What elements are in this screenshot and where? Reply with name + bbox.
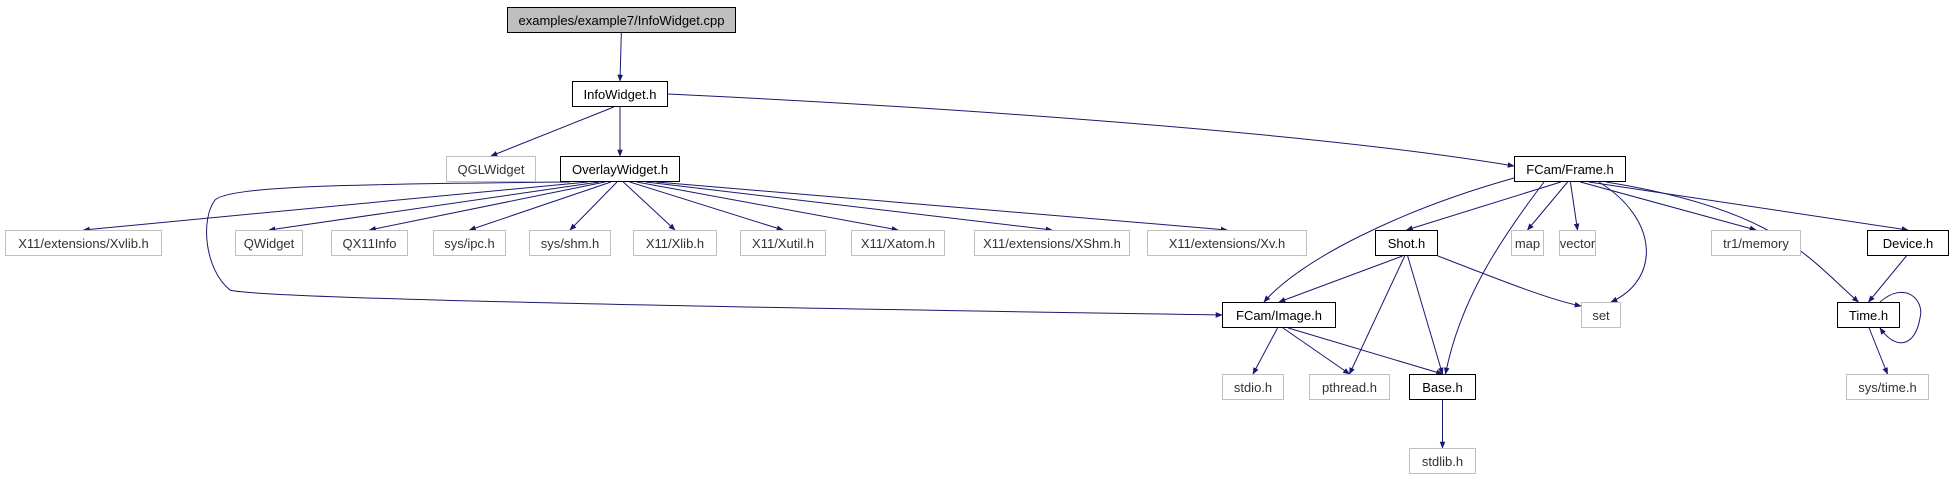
node-frame[interactable]: FCam/Frame.h	[1514, 156, 1626, 182]
edge-frame-to-device	[1588, 181, 1909, 232]
node-stdio[interactable]: stdio.h	[1222, 374, 1284, 400]
edge-infowidget-to-frame	[667, 93, 1515, 168]
edge-frame-to-vector	[1569, 181, 1580, 231]
edge-shot-to-pthread	[1349, 255, 1406, 375]
node-device[interactable]: Device.h	[1867, 230, 1949, 256]
edge-frame-to-base	[1443, 181, 1545, 375]
node-set[interactable]: set	[1581, 302, 1621, 328]
edge-frame-to-map	[1527, 181, 1569, 231]
edge-overlay-to-qwidget	[268, 181, 600, 232]
edge-image-to-stdio	[1252, 327, 1278, 375]
node-qglwidget[interactable]: QGLWidget	[446, 156, 536, 182]
edge-overlay-to-xlib	[622, 181, 676, 231]
node-map[interactable]: map	[1511, 230, 1544, 256]
edge-frame-to-shot	[1405, 181, 1561, 231]
edge-overlay-to-image	[206, 181, 1223, 318]
node-infowidget[interactable]: InfoWidget.h	[572, 81, 668, 107]
node-overlay[interactable]: OverlayWidget.h	[560, 156, 680, 182]
edge-time-to-systime	[1868, 327, 1888, 375]
edge-device-to-time	[1868, 255, 1907, 303]
node-xutil[interactable]: X11/Xutil.h	[740, 230, 826, 256]
node-time[interactable]: Time.h	[1837, 302, 1900, 328]
node-shm[interactable]: sys/shm.h	[529, 230, 611, 256]
edge-overlay-to-shm	[569, 181, 618, 231]
node-stdlib[interactable]: stdlib.h	[1409, 448, 1476, 474]
edge-image-to-pthread	[1282, 327, 1351, 375]
edge-infowidget-to-qglwidget	[490, 106, 614, 157]
edge-overlay-to-qx11info	[368, 181, 606, 232]
node-xlib[interactable]: X11/Xlib.h	[633, 230, 717, 256]
edge-shot-to-set	[1437, 255, 1582, 308]
node-qwidget[interactable]: QWidget	[235, 230, 303, 256]
node-memory[interactable]: tr1/memory	[1711, 230, 1801, 256]
edge-overlay-to-xutil	[629, 181, 784, 231]
edge-shot-to-base	[1407, 255, 1444, 375]
edge-time-to-time	[1879, 291, 1922, 344]
edge-image-to-base	[1288, 327, 1444, 375]
node-image[interactable]: FCam/Image.h	[1222, 302, 1336, 328]
node-shot[interactable]: Shot.h	[1375, 230, 1438, 256]
node-cpp[interactable]: examples/example7/InfoWidget.cpp	[507, 7, 736, 33]
edge-frame-to-image	[1263, 177, 1515, 303]
node-xvlib[interactable]: X11/extensions/Xvlib.h	[5, 230, 162, 256]
edge-overlay-to-xshm	[645, 181, 1053, 233]
node-xatom[interactable]: X11/Xatom.h	[851, 230, 945, 256]
edge-frame-to-set	[1598, 181, 1647, 303]
node-xshm[interactable]: X11/extensions/XShm.h	[974, 230, 1130, 256]
node-xv[interactable]: X11/extensions/Xv.h	[1147, 230, 1307, 256]
node-qx11info[interactable]: QX11Info	[331, 230, 408, 256]
node-vector[interactable]: vector	[1559, 230, 1596, 256]
node-systime[interactable]: sys/time.h	[1846, 374, 1929, 400]
edge-overlay-to-xv	[656, 181, 1228, 233]
node-pthread[interactable]: pthread.h	[1309, 374, 1390, 400]
edge-overlay-to-xvlib	[82, 181, 588, 233]
edge-frame-to-memory	[1580, 181, 1757, 232]
node-base[interactable]: Base.h	[1409, 374, 1476, 400]
node-ipc[interactable]: sys/ipc.h	[433, 230, 506, 256]
edge-shot-to-image	[1278, 255, 1403, 303]
edge-overlay-to-xatom	[636, 181, 899, 232]
edge-cpp-to-infowidget	[617, 32, 623, 82]
edge-overlay-to-ipc	[468, 181, 612, 231]
